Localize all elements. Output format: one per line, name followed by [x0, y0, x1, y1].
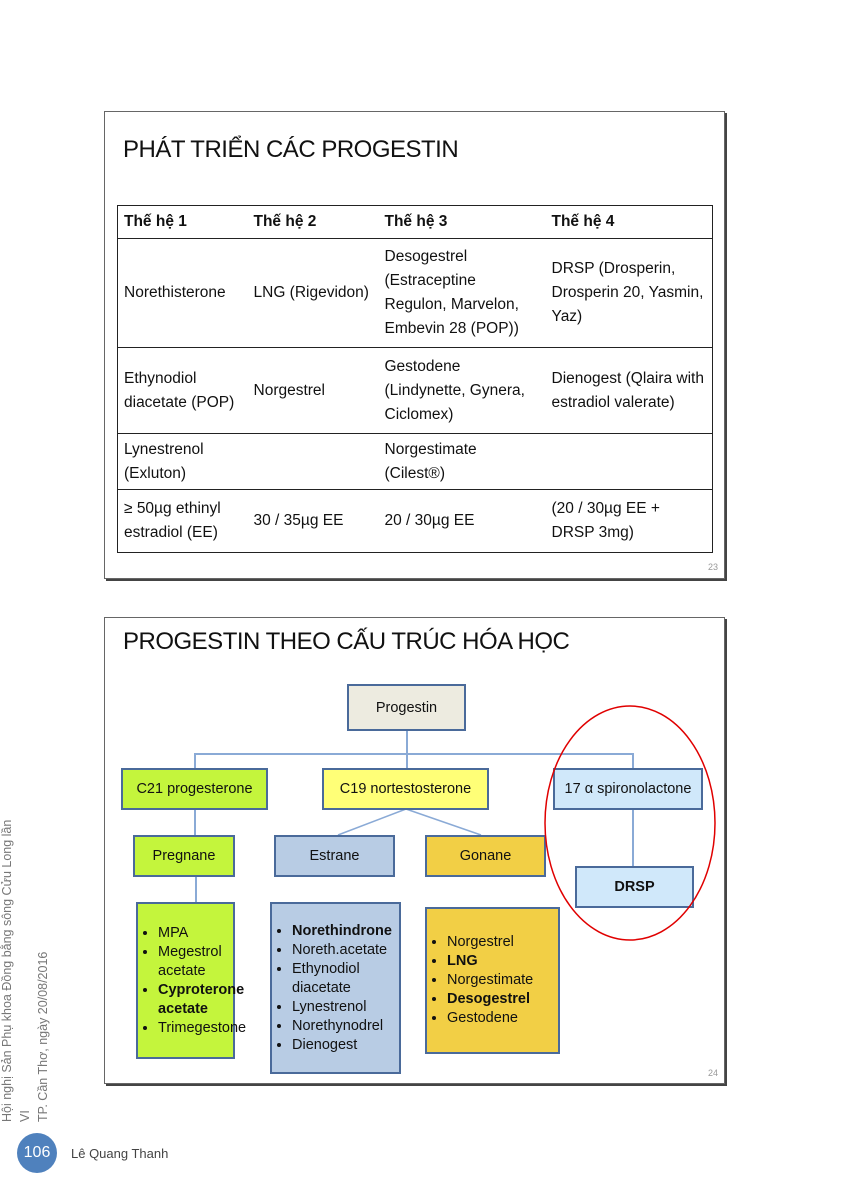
list-item: LNG: [447, 952, 558, 971]
table-cell: Norgestrel: [247, 347, 379, 434]
table-cell: LNG (Rigevidon): [247, 238, 379, 348]
list-item: Trimegestone: [158, 1019, 246, 1038]
gonane-list-box: Norgestrel LNG Norgestimate Desogestrel …: [425, 907, 560, 1054]
drsp-box: DRSP: [575, 866, 694, 908]
list-item: Norgestimate: [447, 971, 558, 990]
table-header-row: Thế hệ 1 Thế hệ 2 Thế hệ 3 Thế hệ 4: [117, 205, 713, 239]
c19-nortestosterone-box: C19 nortestosterone: [322, 768, 489, 810]
estrane-list-box: Norethindrone Noreth.acetate Ethynodiol …: [270, 902, 401, 1074]
table-row: ≥ 50µg ethinyl estradiol (EE) 30 / 35µg …: [117, 489, 713, 553]
list-item: Dienogest: [292, 1036, 399, 1055]
slide-title: PROGESTIN THEO CẤU TRÚC HÓA HỌC: [123, 628, 570, 655]
table-cell: DRSP (Drosperin, Drosperin 20, Yasmin, Y…: [545, 238, 713, 348]
list-item: Noreth.acetate: [292, 941, 399, 960]
header-cell: Thế hệ 2: [247, 205, 379, 239]
author-name: Lê Quang Thanh: [71, 1146, 169, 1161]
slide-number: 23: [708, 562, 719, 572]
list-item: Ethynodiol diacetate: [292, 960, 399, 998]
list-item: Norethindrone: [292, 922, 399, 941]
connector-line: [194, 809, 196, 835]
table-row: Lynestrenol (Exluton) Norgestimate (Cile…: [117, 433, 713, 490]
header-cell: Thế hệ 3: [378, 205, 546, 239]
list-item: Norethynodrel: [292, 1017, 399, 1036]
conference-name: Hội nghị Sản Phụ khoa Đồng bằng sông Cửu…: [0, 819, 32, 1122]
table-cell: Gestodene (Lindynette, Gynera, Ciclomex): [378, 347, 546, 434]
connector-line: [194, 753, 196, 768]
list-item: Lynestrenol: [292, 998, 399, 1017]
generations-table: Thế hệ 1 Thế hệ 2 Thế hệ 3 Thế hệ 4 Nore…: [117, 205, 713, 553]
table-cell: Dienogest (Qlaira with estradiol valerat…: [545, 347, 713, 434]
table-row: Norethisterone LNG (Rigevidon) Desogestr…: [117, 238, 713, 348]
table-cell: Lynestrenol (Exluton): [117, 433, 248, 490]
connector-line: [406, 753, 408, 768]
list-item: Norgestrel: [447, 933, 558, 952]
progestin-box: Progestin: [347, 684, 466, 731]
list-item: Gestodene: [447, 1009, 558, 1028]
c21-progesterone-box: C21 progesterone: [121, 768, 268, 810]
table-cell: Norgestimate (Cilest®): [378, 433, 546, 490]
list-item: Megestrol acetate: [158, 943, 233, 981]
table-cell: (20 / 30µg EE + DRSP 3mg): [545, 489, 713, 553]
spironolactone-box: 17 α spironolactone: [553, 768, 703, 810]
page-number-badge: 106: [17, 1133, 57, 1173]
connector-line: [195, 877, 197, 902]
connector-line: [406, 730, 408, 754]
list-item: Cyproterone acetate: [158, 981, 244, 1019]
pregnane-list-box: MPA Megestrol acetate Cyproterone acetat…: [136, 902, 246, 1059]
table-cell: 30 / 35µg EE: [247, 489, 379, 553]
table-cell: ≥ 50µg ethinyl estradiol (EE): [117, 489, 248, 553]
table-cell: Norethisterone: [117, 238, 248, 348]
slide-title: PHÁT TRIỂN CÁC PROGESTIN: [123, 136, 459, 163]
slide-progestin-structure: PROGESTIN THEO CẤU TRÚC HÓA HỌC Progesti…: [104, 617, 725, 1084]
header-cell: Thế hệ 1: [117, 205, 248, 239]
conference-sidebar-text: Hội nghị Sản Phụ khoa Đồng bằng sông Cửu…: [0, 812, 52, 1122]
table-cell: [545, 433, 713, 490]
connector-diagonals: [337, 808, 482, 836]
connector-line: [194, 753, 634, 755]
table-cell: Desogestrel (Estraceptine Regulon, Marve…: [378, 238, 546, 348]
pregnane-box: Pregnane: [133, 835, 235, 877]
header-cell: Thế hệ 4: [545, 205, 713, 239]
table-row: Ethynodiol diacetate (POP) Norgestrel Ge…: [117, 347, 713, 434]
table-cell: [247, 433, 379, 490]
conference-location-date: TP. Cần Thơ, ngày 20/08/2016: [36, 951, 50, 1122]
table-cell: Ethynodiol diacetate (POP): [117, 347, 248, 434]
list-item: MPA: [158, 924, 233, 943]
estrane-box: Estrane: [274, 835, 395, 877]
list-item: Desogestrel: [447, 990, 558, 1009]
slide-progestin-generations: PHÁT TRIỂN CÁC PROGESTIN Thế hệ 1 Thế hệ…: [104, 111, 725, 579]
table-cell: 20 / 30µg EE: [378, 489, 546, 553]
slide-number: 24: [708, 1068, 719, 1078]
gonane-box: Gonane: [425, 835, 546, 877]
